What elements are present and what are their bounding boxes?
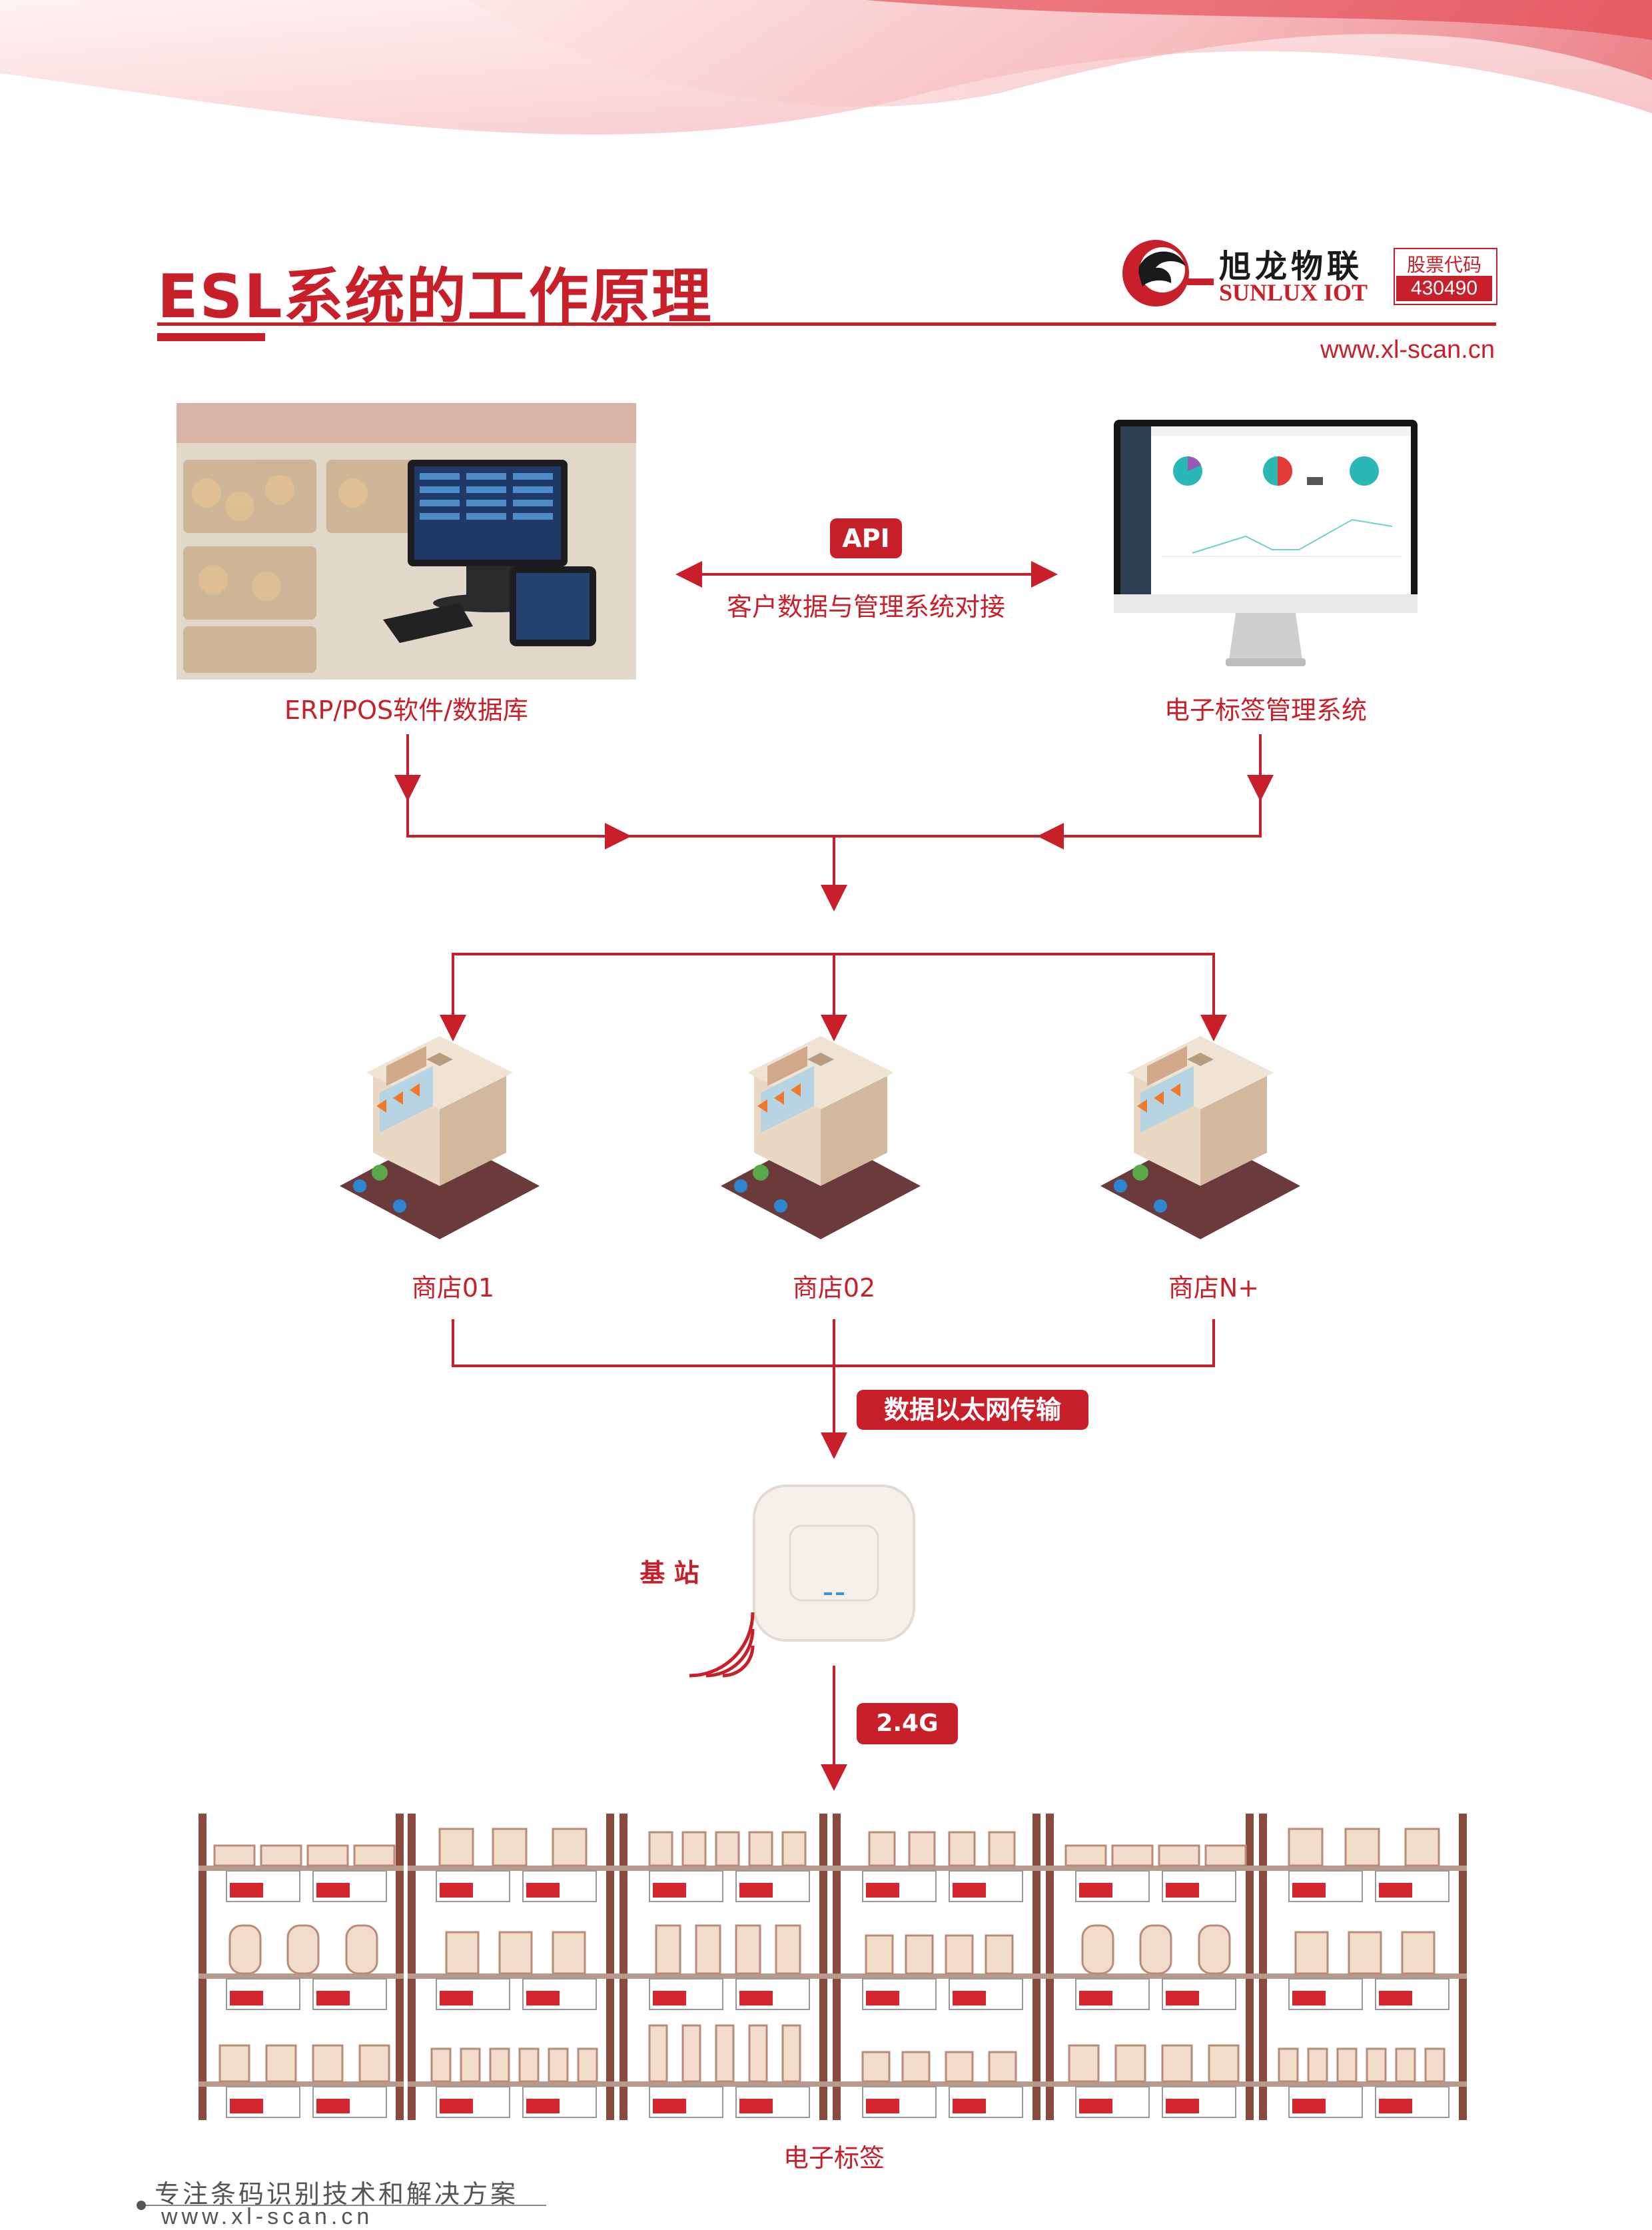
stock-code-value: 430490 [1396,276,1492,301]
header-wave-decoration [0,0,1652,135]
stock-code-box [1394,248,1497,305]
api-caption: 客户数据与管理系统对接 [726,592,1005,622]
erp-label: ERP/POS软件/数据库 [284,696,528,725]
shelves-illustration [199,1814,1467,2120]
api-badge: API [830,518,902,558]
logo-name-en: SUNLUX IOT [1219,279,1368,306]
header-website: www.xl-scan.cn [1320,336,1495,364]
flow-connectors [394,561,1274,1791]
stock-code-label: 股票代码 [1406,254,1481,276]
tags-label: 电子标签 [783,2143,885,2173]
footer-slogan: 专注条码识别技术和解决方案 [155,2179,519,2209]
logo-name-cn: 旭龙物联 [1219,248,1364,285]
wireless-badge: 2.4G [857,1703,958,1744]
base-station-illustration [689,1484,915,1678]
sunlux-logo-icon [1122,240,1214,306]
title-accent-bar [157,333,265,341]
page-title: ESL系统的工作原理 [157,262,713,332]
store-illustrations [340,1036,1300,1239]
store-label-n: 商店N+ [1168,1273,1260,1303]
footer-website: www.xl-scan.cn [161,2204,374,2229]
ethernet-badge: 数据以太网传输 [857,1390,1088,1430]
esl-management-monitor [1114,420,1418,666]
title-underline [157,322,1496,326]
esl-system-label: 电子标签管理系统 [1164,696,1367,725]
erp-pos-illustration [177,403,636,680]
footer-divider [137,2201,546,2210]
base-station-label: 基 站 [639,1558,699,1588]
store-label-01: 商店01 [411,1273,495,1303]
store-label-02: 商店02 [792,1273,876,1303]
